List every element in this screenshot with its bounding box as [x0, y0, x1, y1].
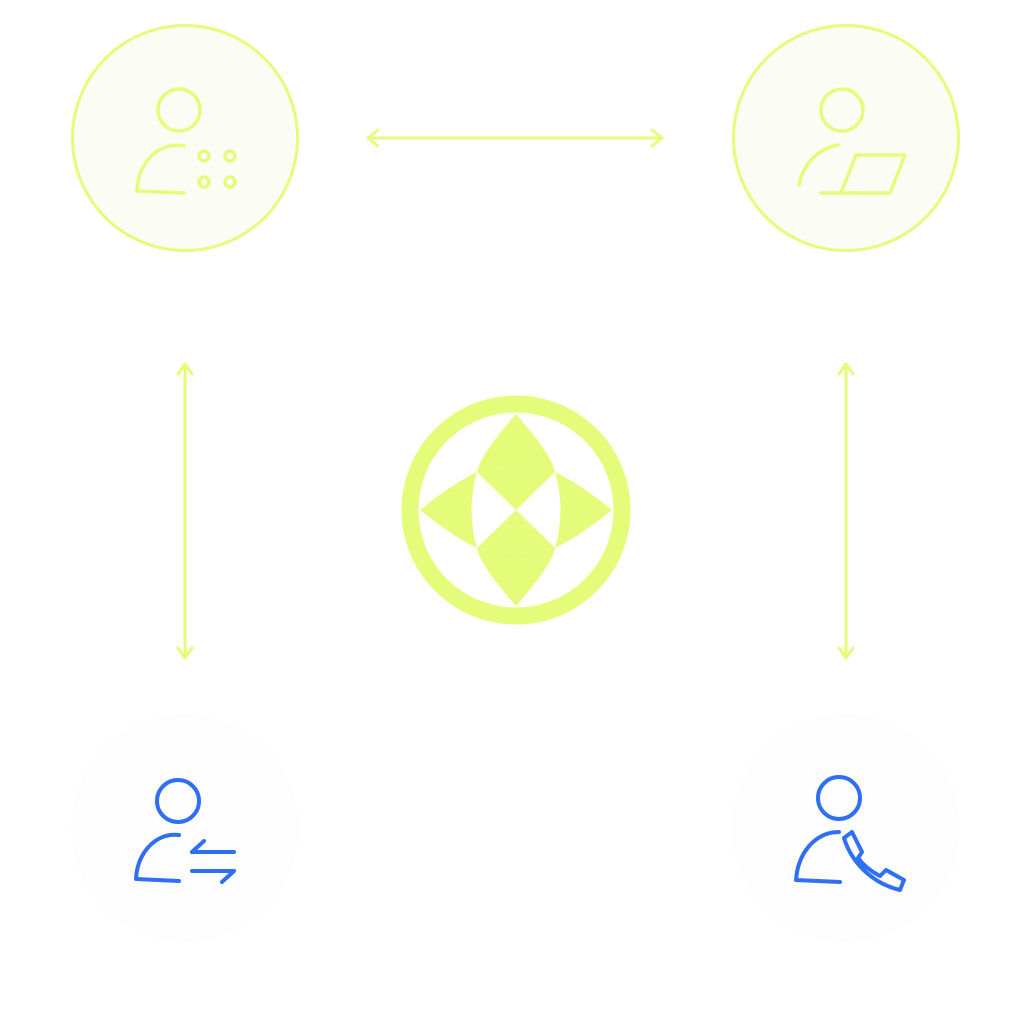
node-bottom-right: [732, 714, 960, 942]
node-bottom-left: [71, 714, 299, 942]
node-top-left: [71, 24, 299, 252]
user-laptop-icon: [797, 87, 907, 195]
user-phone-icon: [794, 775, 906, 892]
arrow-right-vertical: [837, 362, 855, 660]
node-top-right: [732, 24, 960, 252]
arrow-top-horizontal: [366, 128, 664, 148]
user-transfer-icon: [134, 778, 236, 884]
arrow-left-vertical: [176, 362, 194, 660]
user-grid-icon: [135, 87, 237, 195]
